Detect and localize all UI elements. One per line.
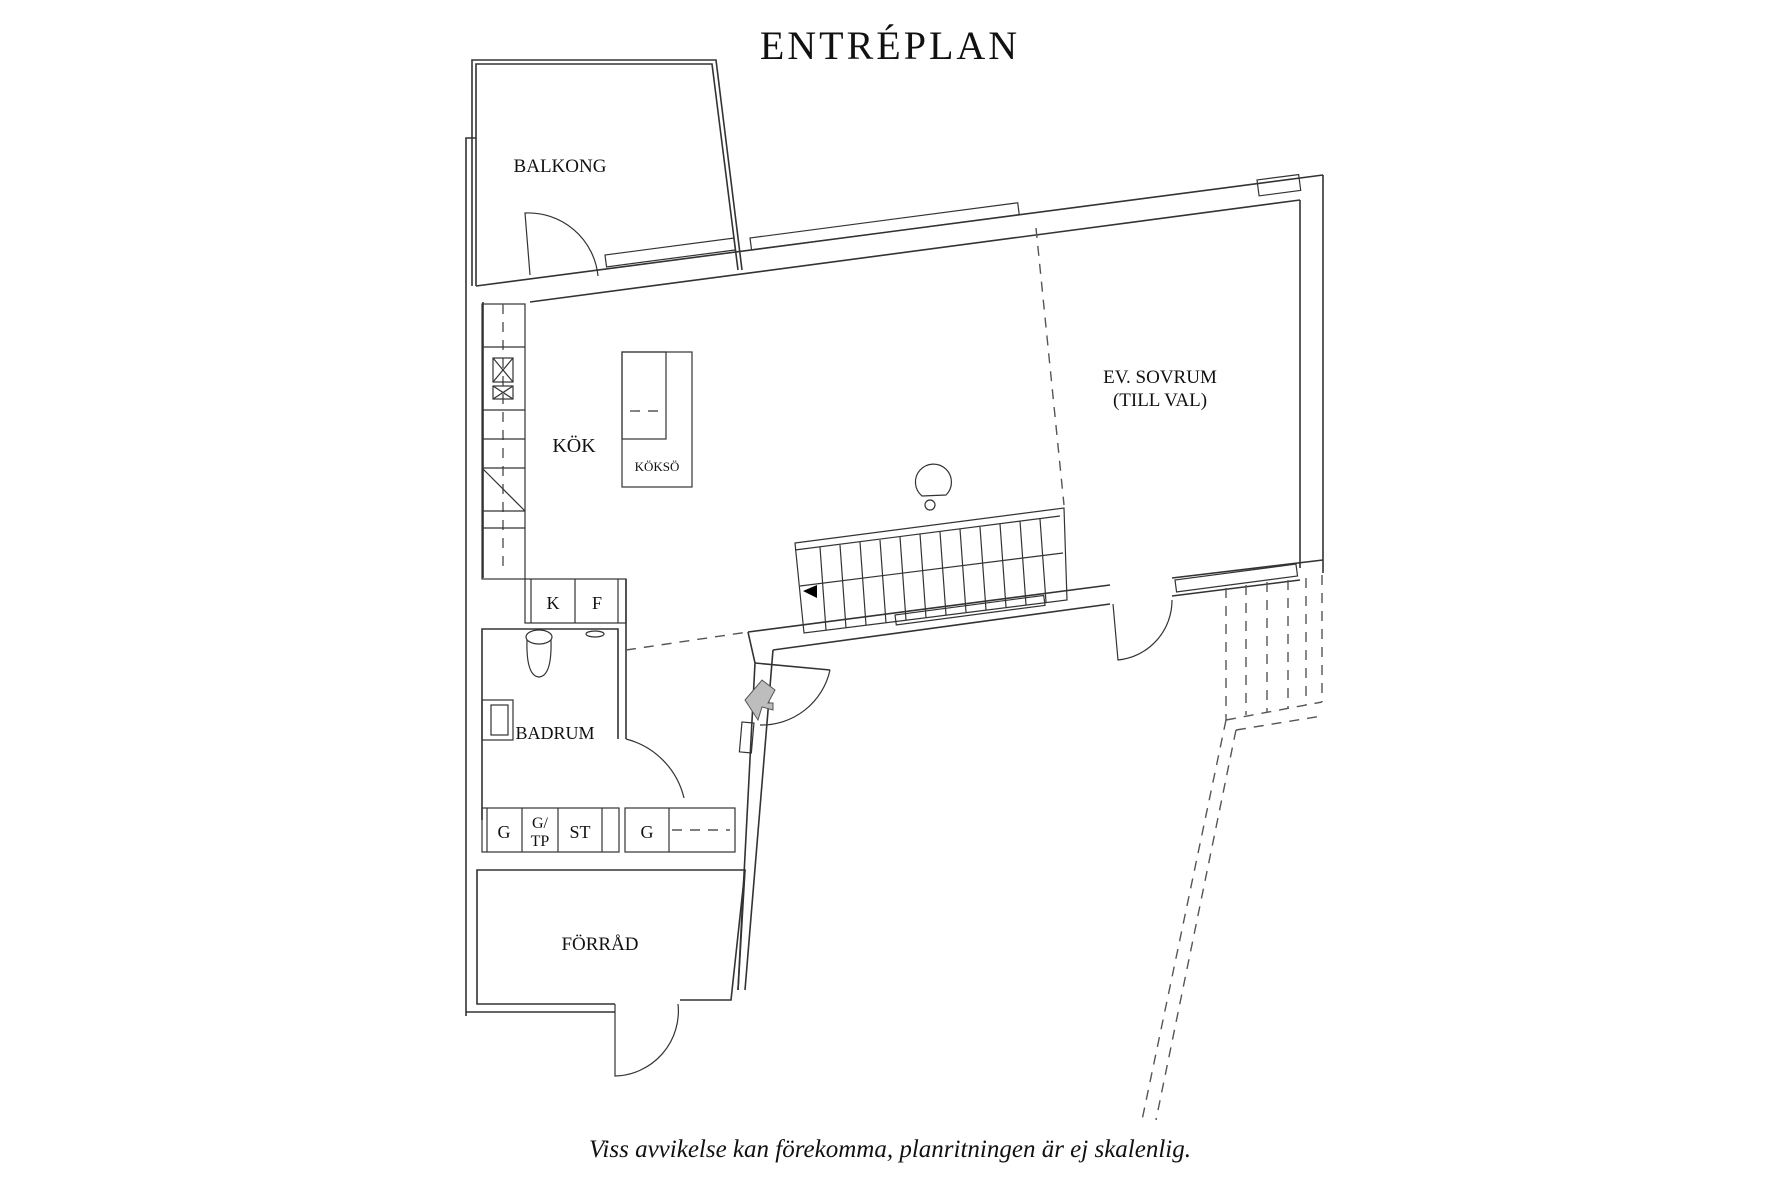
kitchen-island-label: KÖKSÖ [635, 459, 680, 474]
fridge-freezer: K F [524, 578, 627, 624]
disclaimer-caption: Viss avvikelse kan förekomma, planritnin… [589, 1136, 1191, 1163]
closet-st-label: ST [569, 822, 590, 842]
kitchen-label: KÖK [552, 434, 596, 457]
sink-icon [481, 699, 514, 741]
closet-g-label: G [498, 822, 511, 842]
kitchen-island: KÖKSÖ [621, 351, 693, 488]
stair-direction-arrow-icon [803, 585, 817, 598]
exterior-walls [465, 173, 1324, 1016]
shower-icon [585, 630, 605, 638]
balcony-label: BALKONG [514, 156, 607, 177]
staircase [794, 463, 1068, 634]
kitchen-counter [481, 303, 526, 580]
spiral-column-icon [914, 463, 953, 511]
bedroom-label-2: (TILL VAL) [1113, 390, 1207, 411]
freezer-label: F [592, 593, 602, 613]
closet-gtp-label-2: TP [531, 833, 550, 850]
closet-g2-label: G [641, 822, 654, 842]
fridge-label: K [547, 593, 560, 613]
balcony [465, 59, 743, 286]
bathroom-label: BADRUM [515, 723, 594, 743]
storage-label: FÖRRÅD [561, 934, 638, 955]
plan-title: ENTRÉPLAN [759, 23, 1021, 68]
closets-row: G G/ TP ST G [481, 807, 736, 853]
bedroom-label-1: EV. SOVRUM [1103, 367, 1217, 388]
exterior-steps [1141, 575, 1323, 1121]
entry-arrow-icon [744, 679, 776, 722]
optional-wall-line [1035, 227, 1065, 506]
toilet-icon [525, 629, 553, 678]
hall [625, 631, 831, 991]
closet-gtp-label-1: G/ [532, 815, 549, 832]
storage-room: FÖRRÅD [466, 869, 746, 1077]
stove-icon [492, 357, 514, 400]
bathroom: BADRUM [481, 579, 685, 820]
